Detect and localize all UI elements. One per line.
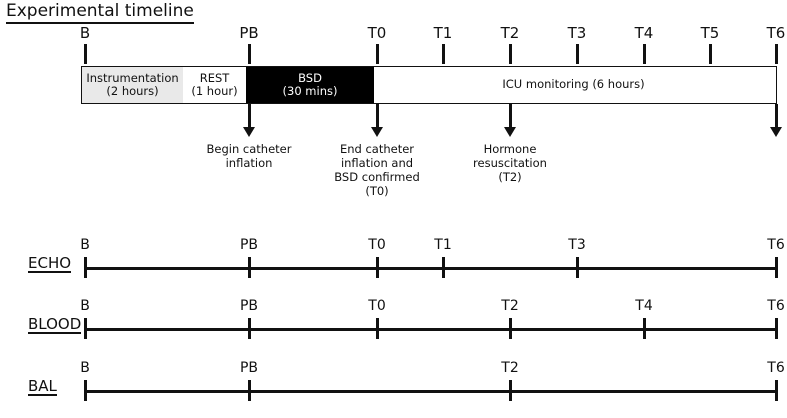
main-tick-label-t3: T3: [567, 24, 587, 42]
main-tick-t3: [576, 44, 579, 64]
callout-text-begin-catheter-inflation: Begin catheter inflation: [206, 142, 292, 170]
callout-arrow-end-catheter-inflation: [376, 104, 379, 128]
callout-arrowhead-timeline-end-arrow: [770, 127, 782, 137]
timeline-bal-tick-t6: [775, 380, 778, 401]
timeline-bal-tick-b: [84, 380, 87, 401]
phase-icu-name: ICU monitoring (6 hours): [502, 77, 645, 92]
timeline-echo-tick-b: [84, 257, 87, 278]
timeline-label-bal: BAL: [28, 377, 57, 396]
main-tick-label-b: B: [79, 24, 91, 42]
main-tick-pb: [248, 44, 251, 64]
main-tick-label-t6: T6: [766, 24, 786, 42]
timeline-label-echo: ECHO: [28, 254, 72, 273]
main-tick-t2: [509, 44, 512, 64]
main-tick-t1: [442, 44, 445, 64]
timeline-axis-blood: [85, 328, 776, 331]
phase-instrumentation: Instrumentation(2 hours): [82, 67, 183, 103]
phase-icu: ICU monitoring (6 hours): [374, 67, 773, 103]
callout-arrowhead-end-catheter-inflation: [371, 127, 383, 137]
timeline-echo-label-b: B: [80, 237, 90, 253]
timeline-bal-label-t2: T2: [501, 360, 519, 376]
main-tick-label-t4: T4: [634, 24, 654, 42]
timeline-blood-label-t4: T4: [635, 298, 653, 314]
timeline-echo-label-pb: PB: [239, 237, 259, 253]
phase-bsd: BSD(30 mins): [246, 67, 374, 103]
timeline-echo-tick-t0: [376, 257, 379, 278]
phase-rest-duration: (1 hour): [191, 84, 238, 98]
timeline-echo-tick-t3: [576, 257, 579, 278]
timeline-bal-label-b: B: [80, 360, 90, 376]
timeline-blood-label-t2: T2: [501, 298, 519, 314]
timeline-label-blood: BLOOD: [28, 315, 82, 334]
main-tick-label-t1: T1: [433, 24, 453, 42]
callout-arrow-hormone-resuscitation: [509, 104, 512, 128]
timeline-blood-tick-t4: [643, 318, 646, 339]
timeline-echo-label-t0: T0: [368, 237, 386, 253]
callout-text-end-catheter-inflation: End catheter inflation and BSD confirmed…: [334, 142, 420, 198]
timeline-blood-tick-b: [84, 318, 87, 339]
timeline-echo-tick-t1: [442, 257, 445, 278]
phase-rest-name: REST: [199, 70, 230, 85]
timeline-blood-label-t6: T6: [767, 298, 785, 314]
phase-rest: REST(1 hour): [183, 67, 246, 103]
main-tick-t6: [775, 44, 778, 64]
main-tick-label-t5: T5: [700, 24, 720, 42]
timeline-blood-tick-pb: [248, 318, 251, 339]
timeline-bal-label-pb: PB: [239, 360, 259, 376]
phase-bsd-name: BSD: [298, 70, 322, 85]
phase-instrumentation-name: Instrumentation: [86, 70, 179, 85]
main-tick-label-pb: PB: [239, 24, 259, 42]
timeline-blood-label-pb: PB: [239, 298, 259, 314]
main-tick-t4: [643, 44, 646, 64]
timeline-blood-tick-t0: [376, 318, 379, 339]
timeline-blood-tick-t2: [509, 318, 512, 339]
phase-bsd-duration: (30 mins): [282, 84, 338, 98]
callout-arrow-timeline-end-arrow: [775, 104, 778, 128]
timeline-echo-label-t1: T1: [434, 237, 452, 253]
callout-text-hormone-resuscitation: Hormone resuscitation (T2): [473, 142, 547, 184]
timeline-echo-label-t6: T6: [767, 237, 785, 253]
callout-arrowhead-begin-catheter-inflation: [243, 127, 255, 137]
callout-arrow-begin-catheter-inflation: [248, 104, 251, 128]
timeline-axis-echo: [85, 267, 776, 270]
timeline-blood-label-t0: T0: [368, 298, 386, 314]
main-tick-t0: [376, 44, 379, 64]
timeline-bal-tick-pb: [248, 380, 251, 401]
timeline-echo-tick-t6: [775, 257, 778, 278]
main-tick-t5: [709, 44, 712, 64]
timeline-bal-tick-t2: [509, 380, 512, 401]
main-tick-label-t2: T2: [500, 24, 520, 42]
timeline-axis-bal: [85, 390, 776, 393]
timeline-echo-tick-pb: [248, 257, 251, 278]
callout-arrowhead-hormone-resuscitation: [504, 127, 516, 137]
timeline-blood-label-b: B: [80, 298, 90, 314]
main-tick-label-t0: T0: [367, 24, 387, 42]
phase-instrumentation-duration: (2 hours): [106, 84, 159, 98]
timeline-bal-label-t6: T6: [767, 360, 785, 376]
timeline-blood-tick-t6: [775, 318, 778, 339]
main-tick-b: [84, 44, 87, 64]
main-timeline-phase-bar: Instrumentation(2 hours)REST(1 hour)BSD(…: [81, 66, 777, 104]
page-title: Experimental timeline: [6, 1, 194, 24]
timeline-echo-label-t3: T3: [568, 237, 586, 253]
